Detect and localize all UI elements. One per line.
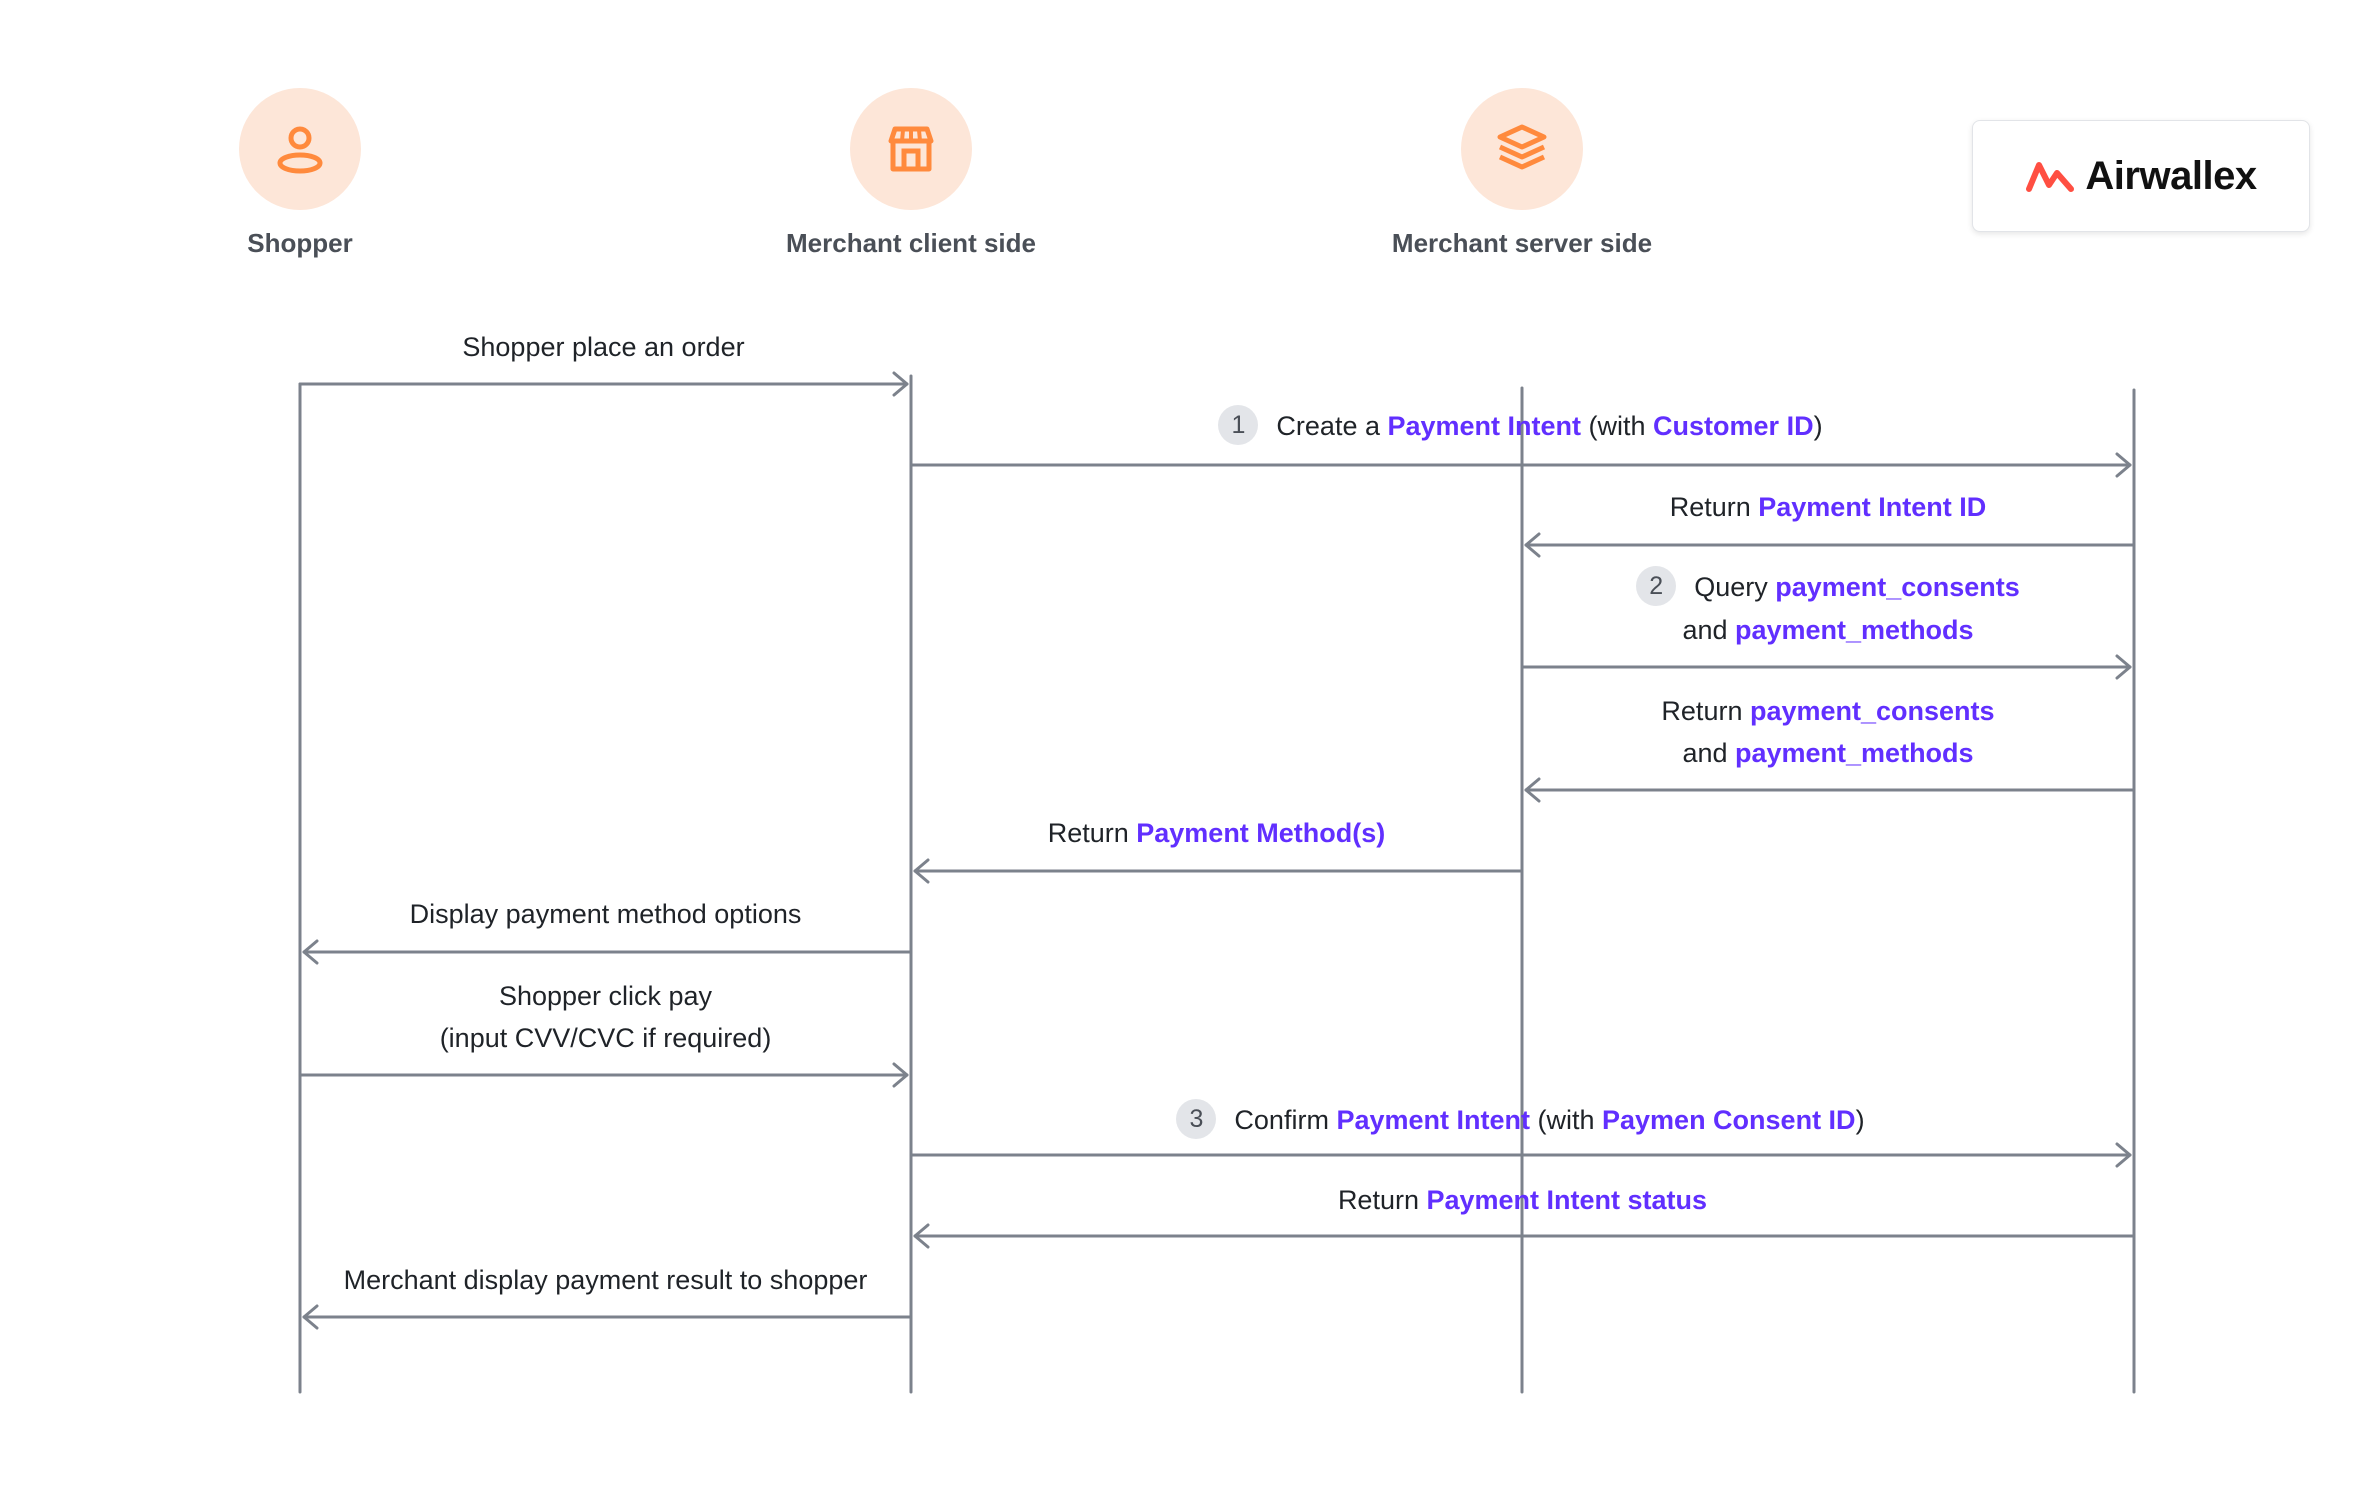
label-highlight: Paymen Consent ID <box>1602 1105 1856 1135</box>
actor-merchant-server: Merchant server side <box>1322 88 1722 259</box>
label-text: Create a <box>1276 411 1388 441</box>
label-click-pay: Shopper click pay (input CVV/CVC if requ… <box>300 975 911 1059</box>
label-display-options: Display payment method options <box>300 893 911 935</box>
actor-name: Merchant server side <box>1391 228 1653 258</box>
label-return-intent-id: Return Payment Intent ID <box>1522 486 2134 528</box>
actor-shopper: Shopper <box>100 88 500 259</box>
label-text: ) <box>1855 1105 1865 1135</box>
label-text: Query <box>1694 572 1776 602</box>
label-return-consents: Return payment_consents and payment_meth… <box>1522 690 2134 774</box>
label-highlight: Payment Intent <box>1336 1105 1530 1135</box>
label-highlight: Payment Intent <box>1387 411 1582 441</box>
label-highlight: Payment Intent status <box>1426 1185 1708 1215</box>
store-icon-circle <box>850 88 972 210</box>
label-text: Return <box>1337 1185 1427 1215</box>
label-highlight: payment_methods <box>1735 614 1974 645</box>
label-display-result: Merchant display payment result to shopp… <box>300 1259 911 1301</box>
user-icon-circle <box>239 88 361 210</box>
store-icon <box>888 126 934 172</box>
label-highlight: payment_consents <box>1775 572 2020 602</box>
airwallex-logo-icon <box>2026 162 2075 192</box>
label-highlight: Customer ID <box>1653 411 1814 441</box>
label-text: and <box>1682 738 1735 768</box>
label-text: Return <box>1661 696 1750 726</box>
label-text: Confirm <box>1234 1105 1337 1135</box>
label-confirm-intent: 3 Confirm Payment Intent (with Paymen Con… <box>911 1098 2130 1142</box>
label-text: Shopper place an order <box>462 332 745 362</box>
label-text: and <box>1682 614 1735 645</box>
actor-name: Merchant client side <box>786 228 1036 258</box>
label-text: (with <box>1581 411 1654 441</box>
label-text: (input CVV/CVC if required) <box>439 1023 772 1053</box>
label-text: Merchant display payment result to shopp… <box>343 1265 868 1295</box>
airwallex-logo-card: Airwallex <box>1972 120 2310 232</box>
label-text: ) <box>1813 411 1823 441</box>
label-highlight: Payment Method(s) <box>1136 818 1386 848</box>
label-highlight: Payment Intent ID <box>1758 492 1987 522</box>
label-return-methods: Return Payment Method(s) <box>911 812 1522 854</box>
label-highlight: payment_consents <box>1749 696 1995 726</box>
label-text: Shopper click pay <box>498 981 713 1011</box>
step-badge: 3 <box>1176 1098 1217 1139</box>
label-query-consents: 2 Query payment_consents and payment_meth… <box>1522 565 2134 651</box>
step-badge: 2 <box>1636 565 1677 606</box>
layers-icon-circle <box>1461 88 1583 210</box>
label-text: (with <box>1529 1105 1602 1135</box>
label-text: Display payment method options <box>409 899 802 929</box>
label-place-order: Shopper place an order <box>300 326 907 368</box>
label-create-intent: 1 Create a Payment Intent (with Customer … <box>911 404 2130 448</box>
step-badge: 1 <box>1218 404 1259 445</box>
label-return-status: Return Payment Intent status <box>911 1179 2134 1221</box>
logo-text: Airwallex <box>2085 153 2257 198</box>
layers-icon <box>1497 124 1547 170</box>
label-highlight: payment_methods <box>1735 738 1974 768</box>
actor-name: Shopper <box>247 228 353 258</box>
actor-merchant-client: Merchant client side <box>711 88 1111 259</box>
user-icon <box>277 126 323 174</box>
label-text: Return <box>1669 492 1759 522</box>
label-text: Return <box>1047 818 1137 848</box>
